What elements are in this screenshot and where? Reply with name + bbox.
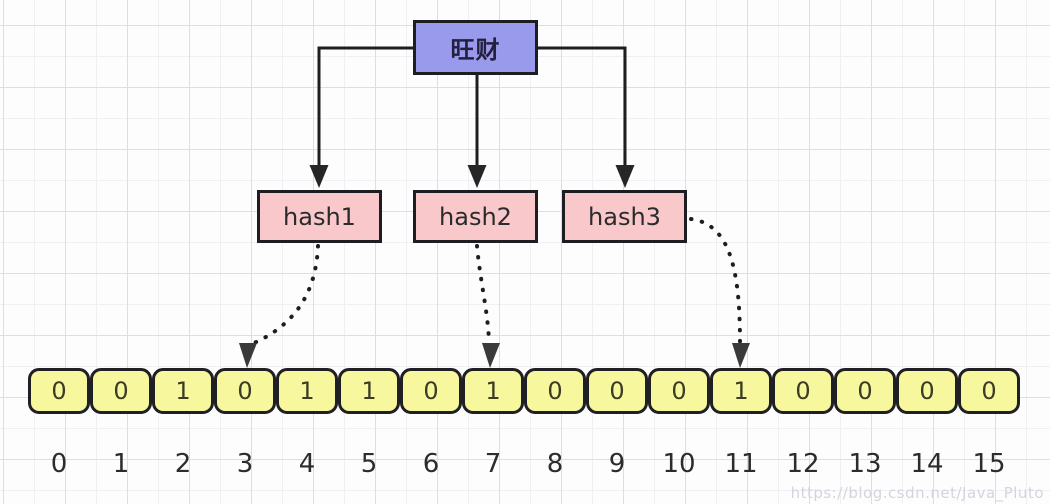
bit-cell-14: 0 — [896, 368, 958, 414]
dotted-hash2-to-bit7 — [475, 244, 491, 344]
watermark-url: https://blog.csdn.net/Java_Pluto — [790, 484, 1044, 502]
index-label-15: 15 — [972, 449, 1006, 479]
index-label-4: 4 — [298, 449, 316, 479]
solid-arrowheads — [309, 165, 635, 188]
bit-cell-10: 0 — [648, 368, 710, 414]
index-label-12: 12 — [786, 449, 820, 479]
bit-cell-5: 1 — [338, 368, 400, 414]
input-value-label: 旺财 — [450, 36, 501, 64]
index-label-2: 2 — [174, 449, 192, 479]
hash2-label: hash2 — [439, 202, 512, 231]
hash1-label: hash1 — [283, 202, 356, 231]
hash1-box: hash1 — [257, 190, 382, 243]
arrow-input-to-hash1 — [317, 46, 413, 167]
index-label-11: 11 — [724, 449, 758, 479]
hash2-box: hash2 — [413, 190, 538, 243]
index-label-13: 13 — [848, 449, 882, 479]
bit-cell-0: 0 — [28, 368, 90, 414]
index-label-1: 1 — [112, 449, 130, 479]
dotted-arrowheads — [239, 343, 750, 368]
dotted-hash3-to-bit11 — [689, 217, 742, 344]
bit-cell-7: 1 — [462, 368, 524, 414]
bit-cell-9: 0 — [586, 368, 648, 414]
index-row: 0 1 2 3 4 5 6 7 8 9 10 11 12 13 14 15 — [28, 444, 1020, 484]
hash3-label: hash3 — [588, 202, 661, 231]
bit-cell-3: 0 — [214, 368, 276, 414]
bit-array: 0 0 1 0 1 1 0 1 0 0 0 1 0 0 0 0 — [28, 368, 1020, 414]
bit-cell-11: 1 — [710, 368, 772, 414]
bit-cell-13: 0 — [834, 368, 896, 414]
input-value-box: 旺财 — [413, 20, 538, 75]
bit-cell-4: 1 — [276, 368, 338, 414]
index-label-9: 9 — [608, 449, 626, 479]
index-label-6: 6 — [422, 449, 440, 479]
bit-cell-2: 1 — [152, 368, 214, 414]
index-label-7: 7 — [484, 449, 502, 479]
arrowhead-hash2 — [467, 165, 487, 188]
bit-cell-8: 0 — [524, 368, 586, 414]
bit-cell-6: 0 — [400, 368, 462, 414]
arrowhead-hash3 — [615, 165, 635, 188]
bit-cell-15: 0 — [958, 368, 1020, 414]
bit-cell-12: 0 — [772, 368, 834, 414]
index-label-10: 10 — [662, 449, 696, 479]
bit-cell-1: 0 — [90, 368, 152, 414]
index-label-0: 0 — [50, 449, 68, 479]
hash3-box: hash3 — [562, 190, 687, 243]
index-label-8: 8 — [546, 449, 564, 479]
arrowhead-hash1 — [309, 165, 329, 188]
arrowhead-bit7 — [482, 343, 500, 368]
index-label-14: 14 — [910, 449, 944, 479]
arrow-input-to-hash3 — [537, 46, 627, 167]
arrowhead-bit3 — [239, 343, 257, 368]
index-label-5: 5 — [360, 449, 378, 479]
index-label-3: 3 — [236, 449, 254, 479]
arrowhead-bit11 — [732, 343, 750, 368]
dotted-hash1-to-bit3 — [252, 244, 320, 345]
